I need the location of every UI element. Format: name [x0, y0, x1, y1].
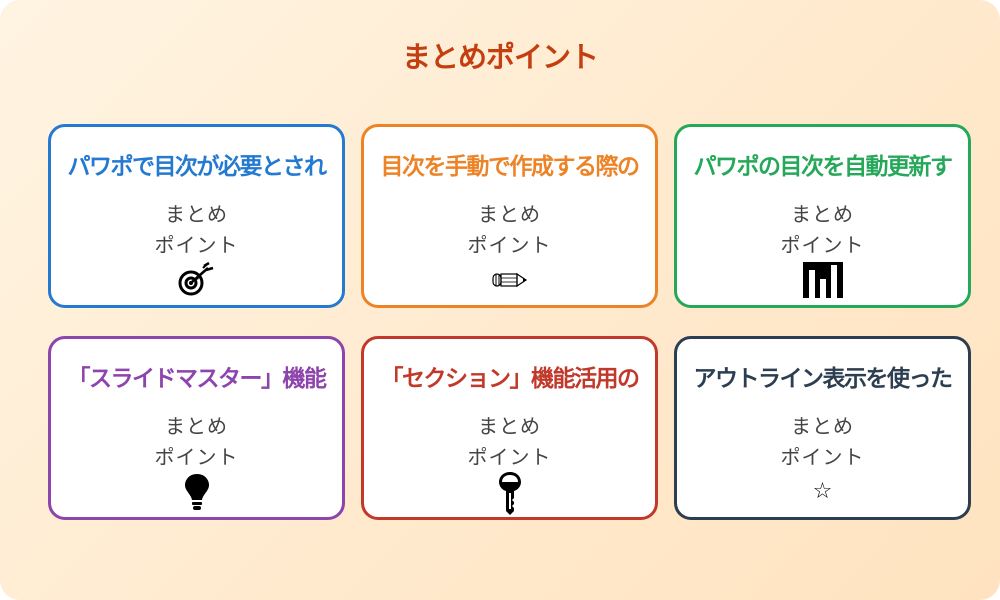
lightbulb-icon [51, 474, 342, 510]
page-title: まとめポイント [401, 40, 599, 74]
target-icon [51, 262, 342, 298]
card-subtitle-line1: まとめ [165, 414, 228, 438]
card-subtitle: まとめ ポイント [677, 411, 968, 473]
card-title: 「セクション」機能活用の [380, 366, 641, 392]
card-subtitle-line1: まとめ [791, 202, 854, 226]
card-title: アウトライン表示を使った [693, 366, 954, 392]
key-icon [364, 471, 655, 515]
bar-chart-icon [677, 262, 968, 298]
star-icon: ☆ [677, 474, 968, 510]
card-subtitle-line2: ポイント [154, 233, 239, 257]
summary-card-5: 「セクション」機能活用の まとめ ポイント [361, 336, 658, 520]
card-subtitle: まとめ ポイント [51, 199, 342, 261]
card-subtitle: まとめ ポイント [364, 411, 655, 473]
card-title: パワポの目次を自動更新す [693, 154, 954, 180]
card-subtitle: まとめ ポイント [51, 411, 342, 473]
card-subtitle-line1: まとめ [478, 414, 541, 438]
card-subtitle-line2: ポイント [467, 445, 552, 469]
card-subtitle-line2: ポイント [467, 233, 552, 257]
summary-card-3: パワポの目次を自動更新す まとめ ポイント [674, 124, 971, 308]
summary-card-2: 目次を手動で作成する際の まとめ ポイント [361, 124, 658, 308]
card-subtitle-line2: ポイント [780, 233, 865, 257]
card-subtitle-line2: ポイント [154, 445, 239, 469]
summary-card-1: パワポで目次が必要とされ まとめ ポイント [48, 124, 345, 308]
summary-card-6: アウトライン表示を使った まとめ ポイント ☆ [674, 336, 971, 520]
card-subtitle: まとめ ポイント [677, 199, 968, 261]
card-title: 「スライドマスター」機能 [67, 366, 328, 392]
card-subtitle: まとめ ポイント [364, 199, 655, 261]
star-glyph: ☆ [812, 479, 833, 504]
card-subtitle-line1: まとめ [165, 202, 228, 226]
card-subtitle-line1: まとめ [478, 202, 541, 226]
card-title: 目次を手動で作成する際の [380, 154, 641, 180]
pencil-icon [364, 262, 655, 298]
summary-card-4: 「スライドマスター」機能 まとめ ポイント [48, 336, 345, 520]
card-subtitle-line1: まとめ [791, 414, 854, 438]
card-subtitle-line2: ポイント [780, 445, 865, 469]
card-title: パワポで目次が必要とされ [67, 154, 328, 180]
